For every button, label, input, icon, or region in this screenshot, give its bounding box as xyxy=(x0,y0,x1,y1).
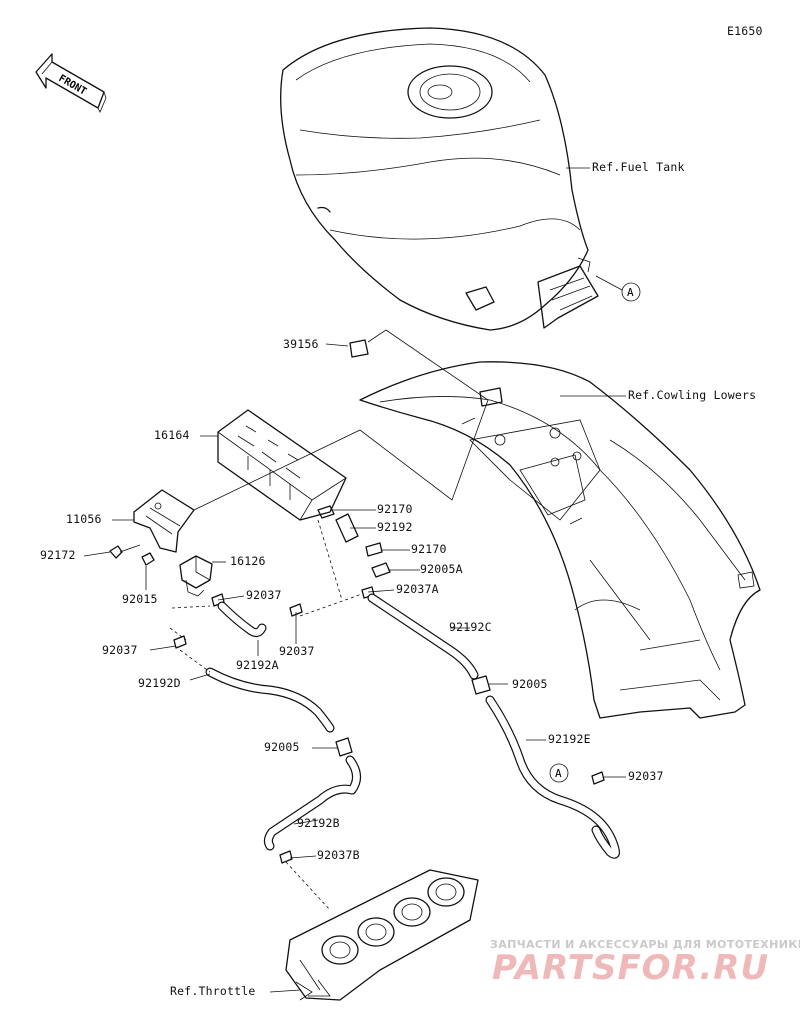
part-label-92037-b: 92037 xyxy=(279,644,315,658)
part-label-92037A: 92037A xyxy=(396,582,439,596)
label-sticker xyxy=(349,339,369,358)
part-label-16164: 16164 xyxy=(154,428,190,442)
callout-a-top: A xyxy=(621,282,641,302)
part-label-92192B: 92192B xyxy=(297,816,340,830)
part-label-92037-d: 92037 xyxy=(628,769,664,783)
fittings xyxy=(173,505,605,864)
front-arrow-icon: FRONT xyxy=(35,53,107,113)
watermark-brand: PARTSFOR.RU xyxy=(492,948,770,988)
part-label-92037-c: 92037 xyxy=(102,643,138,657)
part-label-92192: 92192 xyxy=(377,520,413,534)
leader-lines xyxy=(83,167,626,993)
svg-text:A: A xyxy=(627,286,634,299)
nut-92015 xyxy=(141,552,155,566)
part-label-92192D: 92192D xyxy=(138,676,181,690)
canister xyxy=(217,409,347,521)
solenoid-valve xyxy=(179,555,213,597)
ref-fuel-tank-label: Ref.Fuel Tank xyxy=(592,160,685,174)
ref-cowling-lowers-label: Ref.Cowling Lowers xyxy=(628,388,757,402)
part-label-92172: 92172 xyxy=(40,548,76,562)
throttle-body xyxy=(285,869,479,1001)
bolt-92172 xyxy=(109,544,141,559)
svg-text:A: A xyxy=(555,767,562,780)
part-label-92192A: 92192A xyxy=(236,658,279,672)
part-label-16126: 16126 xyxy=(230,554,266,568)
part-label-92170-a: 92170 xyxy=(377,502,413,516)
watermark-tagline: ЗАПЧАСТИ И АКСЕССУАРЫ ДЛЯ МОТОТЕХНИКИ xyxy=(490,938,800,951)
part-label-92015: 92015 xyxy=(122,592,158,606)
fuel-tank xyxy=(280,27,599,331)
callout-a-bottom: A xyxy=(549,763,569,783)
cowling-lowers xyxy=(359,361,761,719)
canister-bracket xyxy=(133,489,195,553)
part-label-92005A: 92005A xyxy=(420,562,463,576)
part-label-92192C: 92192C xyxy=(449,620,492,634)
diagram-code: E1650 xyxy=(727,24,763,38)
hoses xyxy=(205,593,620,859)
front-label: FRONT xyxy=(57,73,89,98)
part-label-92005-b: 92005 xyxy=(264,740,300,754)
part-label-92005-a: 92005 xyxy=(512,677,548,691)
part-label-92037-a: 92037 xyxy=(246,588,282,602)
part-label-92192E: 92192E xyxy=(548,732,591,746)
part-label-11056: 11056 xyxy=(66,512,102,526)
part-label-92037B: 92037B xyxy=(317,848,360,862)
part-label-92170-b: 92170 xyxy=(411,542,447,556)
part-label-39156: 39156 xyxy=(283,337,319,351)
ref-throttle-label: Ref.Throttle xyxy=(170,984,256,998)
